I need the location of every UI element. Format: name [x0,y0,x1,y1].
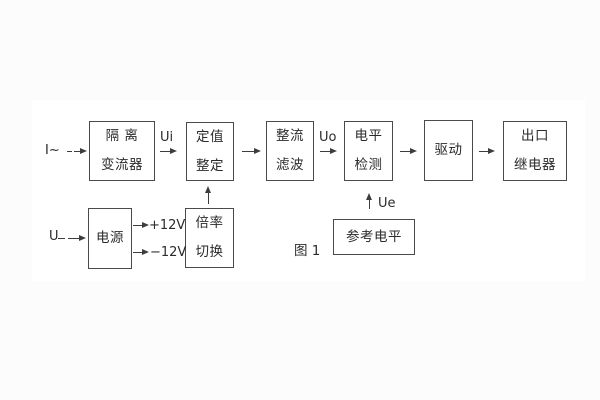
arrow-reference-to-level [365,193,372,209]
plus-12v-label: +12V [149,218,186,233]
block-label: 电平 [354,128,383,144]
block-multiplier-switch: 倍率 切换 [185,208,234,268]
block-label: 隔 离 [105,128,139,144]
arrow-voltage-to-power [68,235,86,241]
input-voltage-label: U [49,229,59,244]
input-current-label: I~ [45,143,60,158]
block-label: 变流器 [101,157,143,173]
arrow-driver-to-output [479,148,495,154]
block-rectifier-filter: 整流 滤波 [266,121,314,181]
block-setpoint-adjust: 定值 整定 [186,122,234,181]
block-label: 切换 [195,244,224,260]
arrow-setting-to-rectifier [242,148,261,154]
block-label: 出口 [521,128,549,144]
block-label: 滤波 [276,157,304,173]
arrow-power-plus12v [133,222,149,228]
block-label: 定值 [196,128,224,145]
block-label: 整流 [276,128,304,144]
block-label: 驱动 [434,142,463,158]
block-label: 继电器 [514,157,556,173]
figure-caption: 图 1 [294,243,321,259]
input-current-dash [67,151,72,152]
arrow-current-to-isolation [74,148,87,154]
block-driver: 驱动 [424,120,473,181]
minus-12v-label: −12V [150,245,187,260]
block-label: 检测 [354,157,383,173]
arrow-isolation-to-setting [160,148,177,154]
block-reference-level: 参考电平 [333,219,415,255]
arrow-rectifier-to-level [320,148,337,154]
block-label: 整定 [196,157,224,174]
arrow-level-to-driver [400,148,417,154]
block-label: 参考电平 [346,228,402,245]
signal-ui-label: Ui [160,130,174,145]
block-power-supply: 电源 [88,208,132,269]
input-voltage-dash [58,238,65,239]
block-isolation-transformer: 隔 离 变流器 [89,121,155,181]
arrow-power-minus12v [133,249,149,255]
block-output-relay: 出口 继电器 [503,121,567,181]
block-label: 倍率 [195,215,224,231]
block-level-detector: 电平 检测 [344,121,393,181]
signal-uo-label: Uo [319,130,337,145]
signal-ue-label: Ue [378,196,396,211]
block-label: 电源 [96,230,124,246]
arrow-multiplier-to-setting [204,186,211,204]
